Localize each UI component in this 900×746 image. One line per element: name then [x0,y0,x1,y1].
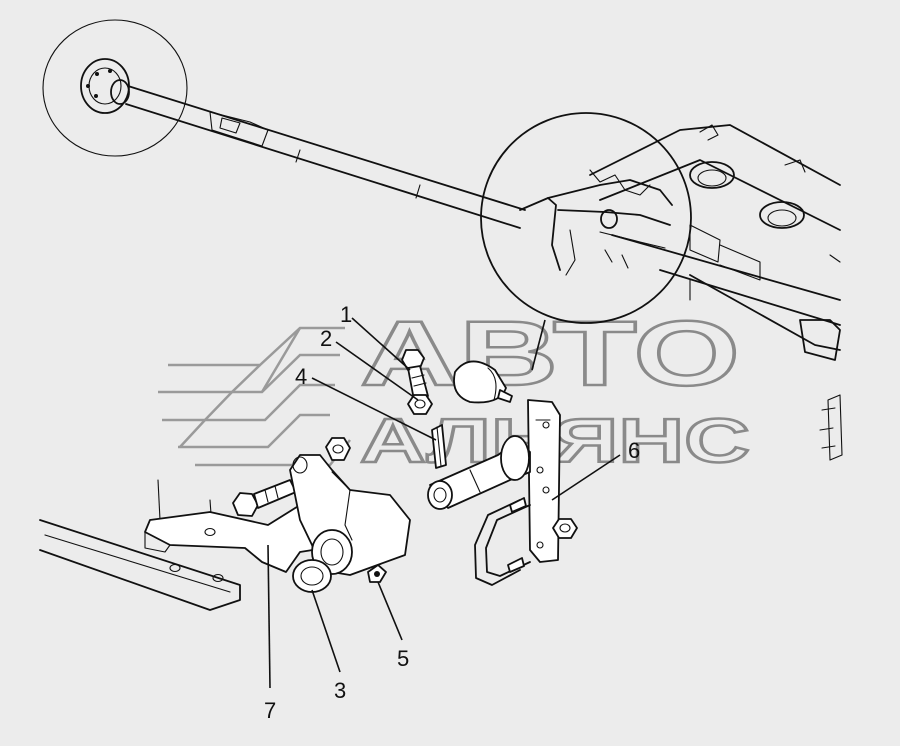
watermark-logo [158,326,351,467]
callout-3: 3 [334,678,346,703]
grease-fitting-part-5 [367,564,387,583]
callout-1: 1 [340,302,352,327]
tractor-frame [589,124,843,461]
pin-part-4 [431,424,447,469]
bolt-part-1 [401,349,429,401]
leader-lines [267,317,621,689]
callout-5: 5 [397,646,409,671]
bolt-long [232,479,297,517]
callout-6: 6 [628,438,640,463]
nut-top [325,437,351,461]
wheel-assembly [42,19,188,157]
detail-leader [531,319,546,371]
callout-4: 4 [295,364,307,389]
detail-circle [480,112,692,324]
ring-part-3 [292,559,332,593]
axle-shaft [125,85,526,229]
callout-2: 2 [320,326,332,351]
callout-7: 7 [264,698,276,723]
mount-plate-part-6 [427,399,578,586]
nut-part-2 [407,394,433,415]
rubber-bump-stop [453,360,513,404]
